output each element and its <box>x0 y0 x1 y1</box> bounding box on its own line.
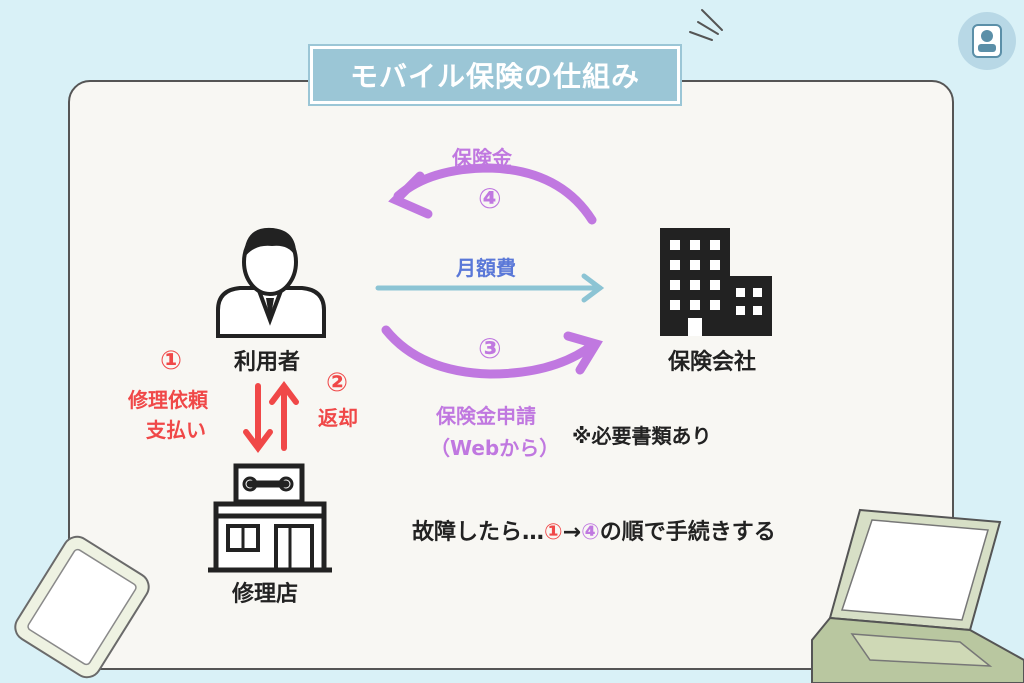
flow-prefix: 故障したら… <box>412 520 545 545</box>
flow-start-number: ① <box>544 520 563 545</box>
step3-number: ③ <box>478 332 502 365</box>
flow-end-number: ④ <box>581 520 600 545</box>
payout-arrow <box>388 163 597 225</box>
step3-label-line2: （Webから） <box>430 436 560 460</box>
step2-label: 返却 <box>318 406 358 430</box>
required-documents-note: ※必要書類あり <box>572 424 712 448</box>
step4-label: 保険金 <box>452 146 512 170</box>
person-icon <box>216 227 326 338</box>
brand-logo-icon <box>958 12 1016 70</box>
page-title: モバイル保険の仕組み <box>349 60 640 93</box>
step1-label-line2: 支払い <box>146 418 206 442</box>
monthly-fee-label: 月額費 <box>456 256 516 280</box>
claim-arrow <box>381 325 603 379</box>
repair-shop-icon <box>208 463 332 573</box>
repair-shop-label: 修理店 <box>232 582 299 607</box>
smartphone-icon <box>14 535 150 679</box>
step1-number: ① <box>160 346 183 376</box>
step1-label-line1: 修理依頼 <box>128 388 208 412</box>
flow-arrow: → <box>562 520 582 545</box>
repair-request-arrow <box>243 383 273 453</box>
step4-number: ④ <box>478 182 502 215</box>
monthly-fee-arrow <box>375 273 605 303</box>
laptop-icon <box>811 508 1024 683</box>
sparkle-icon <box>689 9 723 41</box>
step3-label-line1: 保険金申請 <box>436 404 536 428</box>
insurer-label: 保険会社 <box>668 350 757 375</box>
office-building-icon <box>660 228 772 336</box>
title-banner: モバイル保険の仕組み <box>308 44 682 106</box>
return-arrow <box>269 381 299 451</box>
flow-suffix: の順で手続きする <box>599 520 776 545</box>
flow-summary: 故障したら…①→④の順で手続きする <box>412 514 776 546</box>
user-label: 利用者 <box>234 350 301 375</box>
step2-number: ② <box>326 368 349 398</box>
